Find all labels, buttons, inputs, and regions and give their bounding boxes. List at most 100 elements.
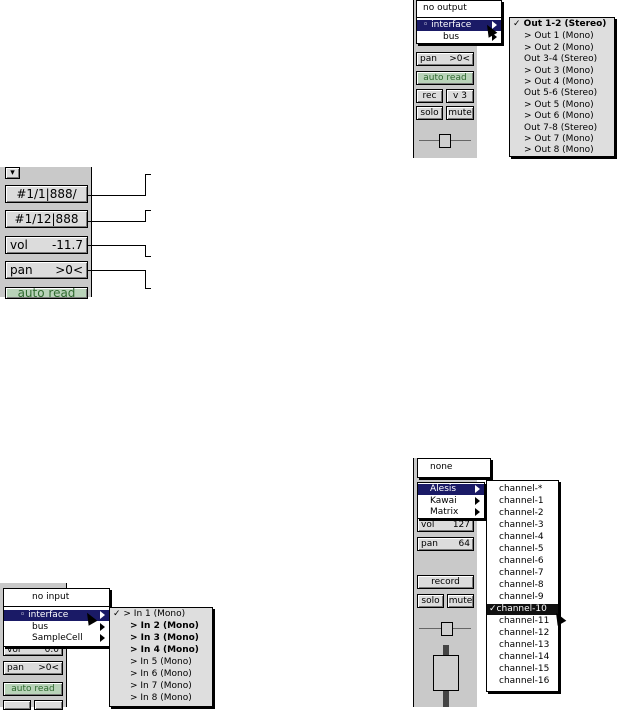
channel-item[interactable]: channel-9 xyxy=(499,592,544,602)
volume-display[interactable]: vol -11.7 xyxy=(5,236,88,254)
channel-item[interactable]: channel-3 xyxy=(499,520,544,530)
none-item[interactable]: none xyxy=(430,462,453,472)
submenu-arrow-icon xyxy=(475,497,480,505)
channel-item[interactable]: channel-15 xyxy=(499,664,550,674)
submenu-item[interactable]: > In 7 (Mono) xyxy=(130,681,192,691)
collapse-toggle[interactable]: ▾ xyxy=(5,167,20,179)
submenu-item[interactable]: Out 7-8 (Stereo) xyxy=(524,123,598,133)
pan-slider-knob[interactable] xyxy=(439,134,451,148)
automation-mode-button[interactable]: auto read xyxy=(5,287,88,299)
pan-display[interactable]: pan >0< xyxy=(3,661,63,675)
channel-item[interactable]: channel-6 xyxy=(499,556,544,566)
midi-device-list: Alesis Kawai Matrix xyxy=(417,482,485,519)
channel-item[interactable]: channel-4 xyxy=(499,532,544,542)
input-submenu: ✓ > In 1 (Mono) > In 2 (Mono) > In 3 (Mo… xyxy=(109,607,213,707)
volume-label: vol xyxy=(10,238,28,252)
volume-value: -11.7 xyxy=(51,238,83,252)
channel-item[interactable]: channel-11 xyxy=(499,616,550,626)
channel-item[interactable]: channel-14 xyxy=(499,652,550,662)
channel-item-selected[interactable]: ✓channel-10 xyxy=(487,604,558,615)
pan-label: pan xyxy=(420,54,437,64)
no-input-item[interactable]: no input xyxy=(32,592,70,602)
channel-item[interactable]: channel-7 xyxy=(499,568,544,578)
record-button[interactable]: record xyxy=(417,575,474,589)
pan-button[interactable]: pan >0< xyxy=(416,52,474,66)
location-field-1[interactable]: #1/1|888/ xyxy=(5,185,88,203)
submenu-item[interactable]: Out 3-4 (Stereo) xyxy=(524,54,598,64)
submenu-item[interactable]: > Out 8 (Mono) xyxy=(524,145,594,155)
channel-item[interactable]: channel-* xyxy=(499,484,543,494)
callout-line xyxy=(88,195,145,196)
volume-label: vol xyxy=(7,644,21,655)
submenu-item[interactable]: > In 6 (Mono) xyxy=(130,669,192,679)
submenu-arrow-icon xyxy=(492,21,497,29)
submenu-item[interactable]: > Out 7 (Mono) xyxy=(524,134,594,144)
channel-item[interactable]: channel-1 xyxy=(499,496,544,506)
channel-item[interactable]: channel-13 xyxy=(499,640,550,650)
record-enable-button[interactable]: rec xyxy=(416,89,443,103)
submenu-item[interactable]: > In 5 (Mono) xyxy=(130,657,192,667)
menu-item-interface[interactable]: ◦ interface xyxy=(4,610,109,621)
volume-value: 127 xyxy=(452,520,470,530)
voice-selector[interactable]: v 3 xyxy=(446,89,474,103)
menu-item-bus[interactable]: bus xyxy=(4,622,109,633)
channel-item[interactable]: channel-8 xyxy=(499,580,544,590)
pan-value: 64 xyxy=(458,539,470,549)
pan-value: >0< xyxy=(449,54,470,64)
mute-button[interactable]: mute xyxy=(447,594,474,608)
menu-item-kawai[interactable]: Kawai xyxy=(418,496,484,507)
channel-item[interactable]: channel-2 xyxy=(499,508,544,518)
submenu-arrow-icon xyxy=(492,33,497,41)
menu-item-samplecell[interactable]: SampleCell xyxy=(4,633,109,644)
menu-item-alesis[interactable]: Alesis xyxy=(418,484,484,495)
menu-divider xyxy=(4,606,109,607)
pan-value: >0< xyxy=(38,663,59,673)
submenu-item[interactable]: > Out 4 (Mono) xyxy=(524,77,594,87)
mute-button[interactable] xyxy=(34,700,63,710)
midi-device-menu: none xyxy=(417,458,491,478)
submenu-item[interactable]: > Out 2 (Mono) xyxy=(524,43,594,53)
submenu-item[interactable]: ✓ > In 1 (Mono) xyxy=(113,609,186,619)
channel-item[interactable]: channel-12 xyxy=(499,628,550,638)
solo-button[interactable]: solo xyxy=(416,106,443,120)
pan-value: >0< xyxy=(55,263,83,277)
solo-button[interactable]: solo xyxy=(417,594,444,608)
submenu-item[interactable]: > Out 6 (Mono) xyxy=(524,111,594,121)
automation-mode-button[interactable]: auto read xyxy=(416,71,474,85)
pan-slider-knob[interactable] xyxy=(441,622,453,636)
callout-line xyxy=(145,174,151,175)
input-menu: no input ◦ interface bus SampleCell xyxy=(3,588,110,647)
submenu-item[interactable]: > In 8 (Mono) xyxy=(130,693,192,703)
midi-channel-submenu: channel-* channel-1 channel-2 channel-3 … xyxy=(486,480,559,692)
volume-label: vol xyxy=(421,520,435,530)
menu-item-label: Kawai xyxy=(430,496,457,506)
menu-item-matrix[interactable]: Matrix xyxy=(418,507,484,518)
pan-display[interactable]: pan >0< xyxy=(5,261,88,279)
submenu-item[interactable]: > Out 1 (Mono) xyxy=(524,31,594,41)
submenu-item[interactable]: > Out 3 (Mono) xyxy=(524,66,594,76)
menu-item-interface[interactable]: ◦ interface xyxy=(417,20,501,31)
submenu-item[interactable]: > Out 5 (Mono) xyxy=(524,100,594,110)
callout-line xyxy=(145,174,146,196)
callout-line xyxy=(145,210,151,211)
callout-line xyxy=(145,270,146,289)
volume-display[interactable]: vol 127 xyxy=(417,518,474,532)
submenu-item[interactable]: Out 5-6 (Stereo) xyxy=(524,88,598,98)
automation-mode-button[interactable]: auto read xyxy=(3,682,63,696)
mute-button[interactable]: mute xyxy=(446,106,474,120)
channel-item[interactable]: channel-5 xyxy=(499,544,544,554)
submenu-item[interactable]: > In 2 (Mono) xyxy=(130,621,199,631)
submenu-item[interactable]: ✓ Out 1-2 (Stereo) xyxy=(513,19,607,29)
pan-display[interactable]: pan 64 xyxy=(417,537,474,551)
output-submenu: ✓ Out 1-2 (Stereo) > Out 1 (Mono) > Out … xyxy=(509,17,615,157)
volume-fader-knob[interactable] xyxy=(433,655,459,691)
submenu-item[interactable]: > In 4 (Mono) xyxy=(130,645,199,655)
channel-item[interactable]: channel-16 xyxy=(499,676,550,686)
record-enable-button[interactable] xyxy=(3,700,31,710)
submenu-arrow-icon xyxy=(475,485,480,493)
menu-item-bus[interactable]: bus xyxy=(417,32,501,43)
output-menu: no output ◦ interface bus xyxy=(416,0,502,44)
submenu-item[interactable]: > In 3 (Mono) xyxy=(130,633,199,643)
location-field-2[interactable]: #1/12|888 xyxy=(5,210,88,228)
no-output-item[interactable]: no output xyxy=(423,3,467,13)
